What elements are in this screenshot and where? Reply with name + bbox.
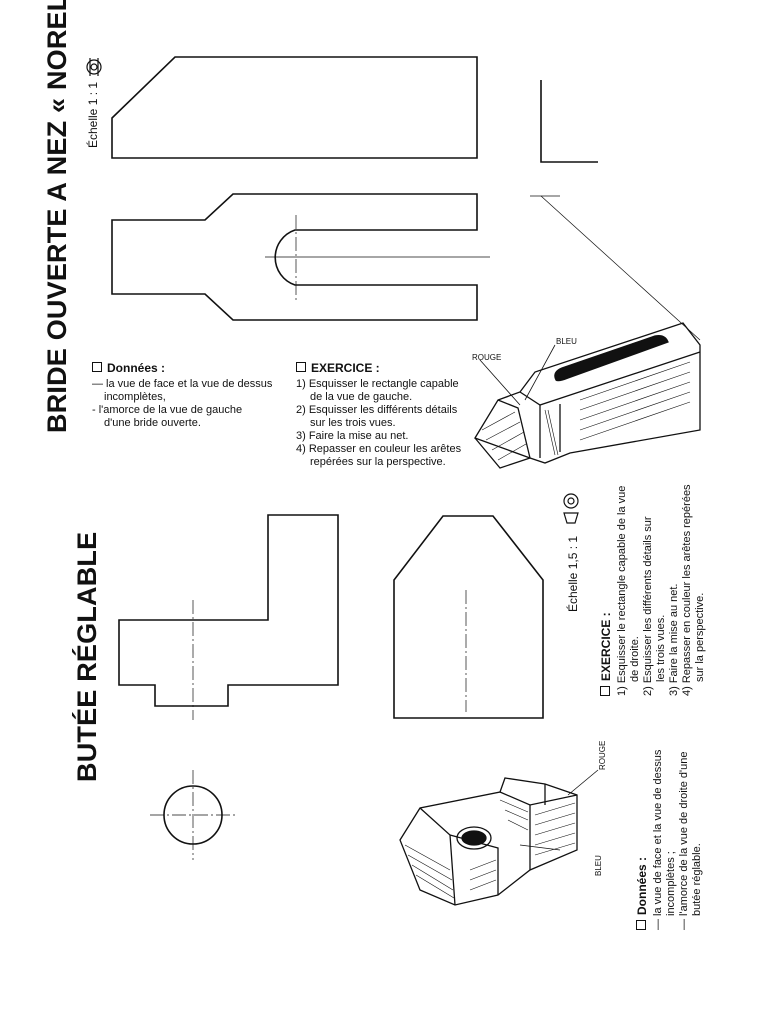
butee-donnees-line: — l'amorce de la vue de droite d'une (678, 751, 690, 930)
bride-exercice-line: repérées sur la perspective. (310, 456, 446, 468)
butee-exercice-line: 2) Esquisser les différents détails sur (642, 516, 654, 696)
butee-donnees-line: — la vue de face et la vue de dessus (652, 749, 664, 930)
bride-perspective-sketch (474, 322, 701, 469)
bride-donnees-line: — la vue de face et la vue de dessus (92, 378, 273, 390)
bride-exercice-line: 1) Esquisser le rectangle capable (296, 378, 459, 390)
butee-exercice-line: 4) Repasser en couleur les arêtes repéré… (681, 484, 693, 696)
bride-exercice-line: 4) Repasser en couleur les arêtes (296, 443, 462, 455)
butee-label-rouge: ROUGE (598, 740, 607, 770)
bride-exercice-line: sur les trois vues. (310, 417, 396, 429)
checkbox-icon (296, 362, 306, 372)
butee-donnees-line: incomplètes ; (665, 851, 677, 916)
scale-symbol-bottom (563, 493, 579, 524)
checkbox-icon (636, 920, 646, 930)
scale-symbol-top (86, 58, 102, 76)
bride-exercice-line: 3) Faire la mise au net. (296, 430, 409, 442)
butee-perspective-sketch (399, 769, 599, 906)
projection-line (540, 195, 701, 341)
butee-top-view (393, 515, 544, 719)
bride-title: BRIDE OUVERTE A NEZ « NORELEM » (42, 0, 72, 433)
bride-label-bleu: BLEU (556, 337, 577, 346)
bride-exercice-heading: EXERCICE : (296, 362, 461, 375)
bride-donnees: Données : — la vue de face et la vue de … (92, 362, 272, 430)
butee-title: BUTÉE RÉGLABLE (72, 531, 102, 782)
butee-exercice-line: les trois vues. (655, 614, 667, 682)
bride-front-view (111, 56, 478, 159)
butee-front-view (118, 514, 339, 707)
bride-left-view-start (540, 80, 598, 163)
bride-exercice: EXERCICE : 1) Esquisser le rectangle cap… (296, 362, 461, 469)
bride-scale: Échelle 1 : 1 (86, 81, 100, 148)
bride-exercice-line: 2) Esquisser les différents détails (296, 404, 458, 416)
butee-exercice: EXERCICE : 1) Esquisser le rectangle cap… (599, 484, 707, 697)
butee-donnees-line: butée réglable. (691, 843, 703, 916)
butee-label-bleu: BLEU (594, 855, 603, 876)
butee-exercice-line: 1) Esquisser le rectangle capable de la … (616, 485, 628, 696)
bride-donnees-line: d'une bride ouverte. (104, 417, 201, 429)
bride-label-rouge: ROUGE (472, 353, 502, 362)
bride-top-view (111, 193, 478, 321)
checkbox-icon (92, 362, 102, 372)
bride-donnees-line: - l'amorce de la vue de gauche (92, 404, 243, 416)
bride-donnees-heading: Données : (92, 362, 272, 375)
bride-exercice-line: de la vue de gauche. (310, 391, 413, 403)
butee-exercice-line: de droite. (629, 636, 641, 682)
bride-donnees-line: incomplètes, (104, 391, 166, 403)
checkbox-icon (600, 686, 610, 696)
butee-exercice-line: sur la perspective. (694, 592, 706, 682)
butee-scale: Échelle 1,5 : 1 (566, 535, 580, 612)
butee-exercice-heading: EXERCICE : (599, 484, 613, 696)
butee-exercice-line: 3) Faire la mise au net. (668, 583, 680, 697)
butee-donnees: Données : — la vue de face et la vue de … (635, 749, 704, 930)
butee-donnees-heading: Données : (635, 750, 649, 930)
